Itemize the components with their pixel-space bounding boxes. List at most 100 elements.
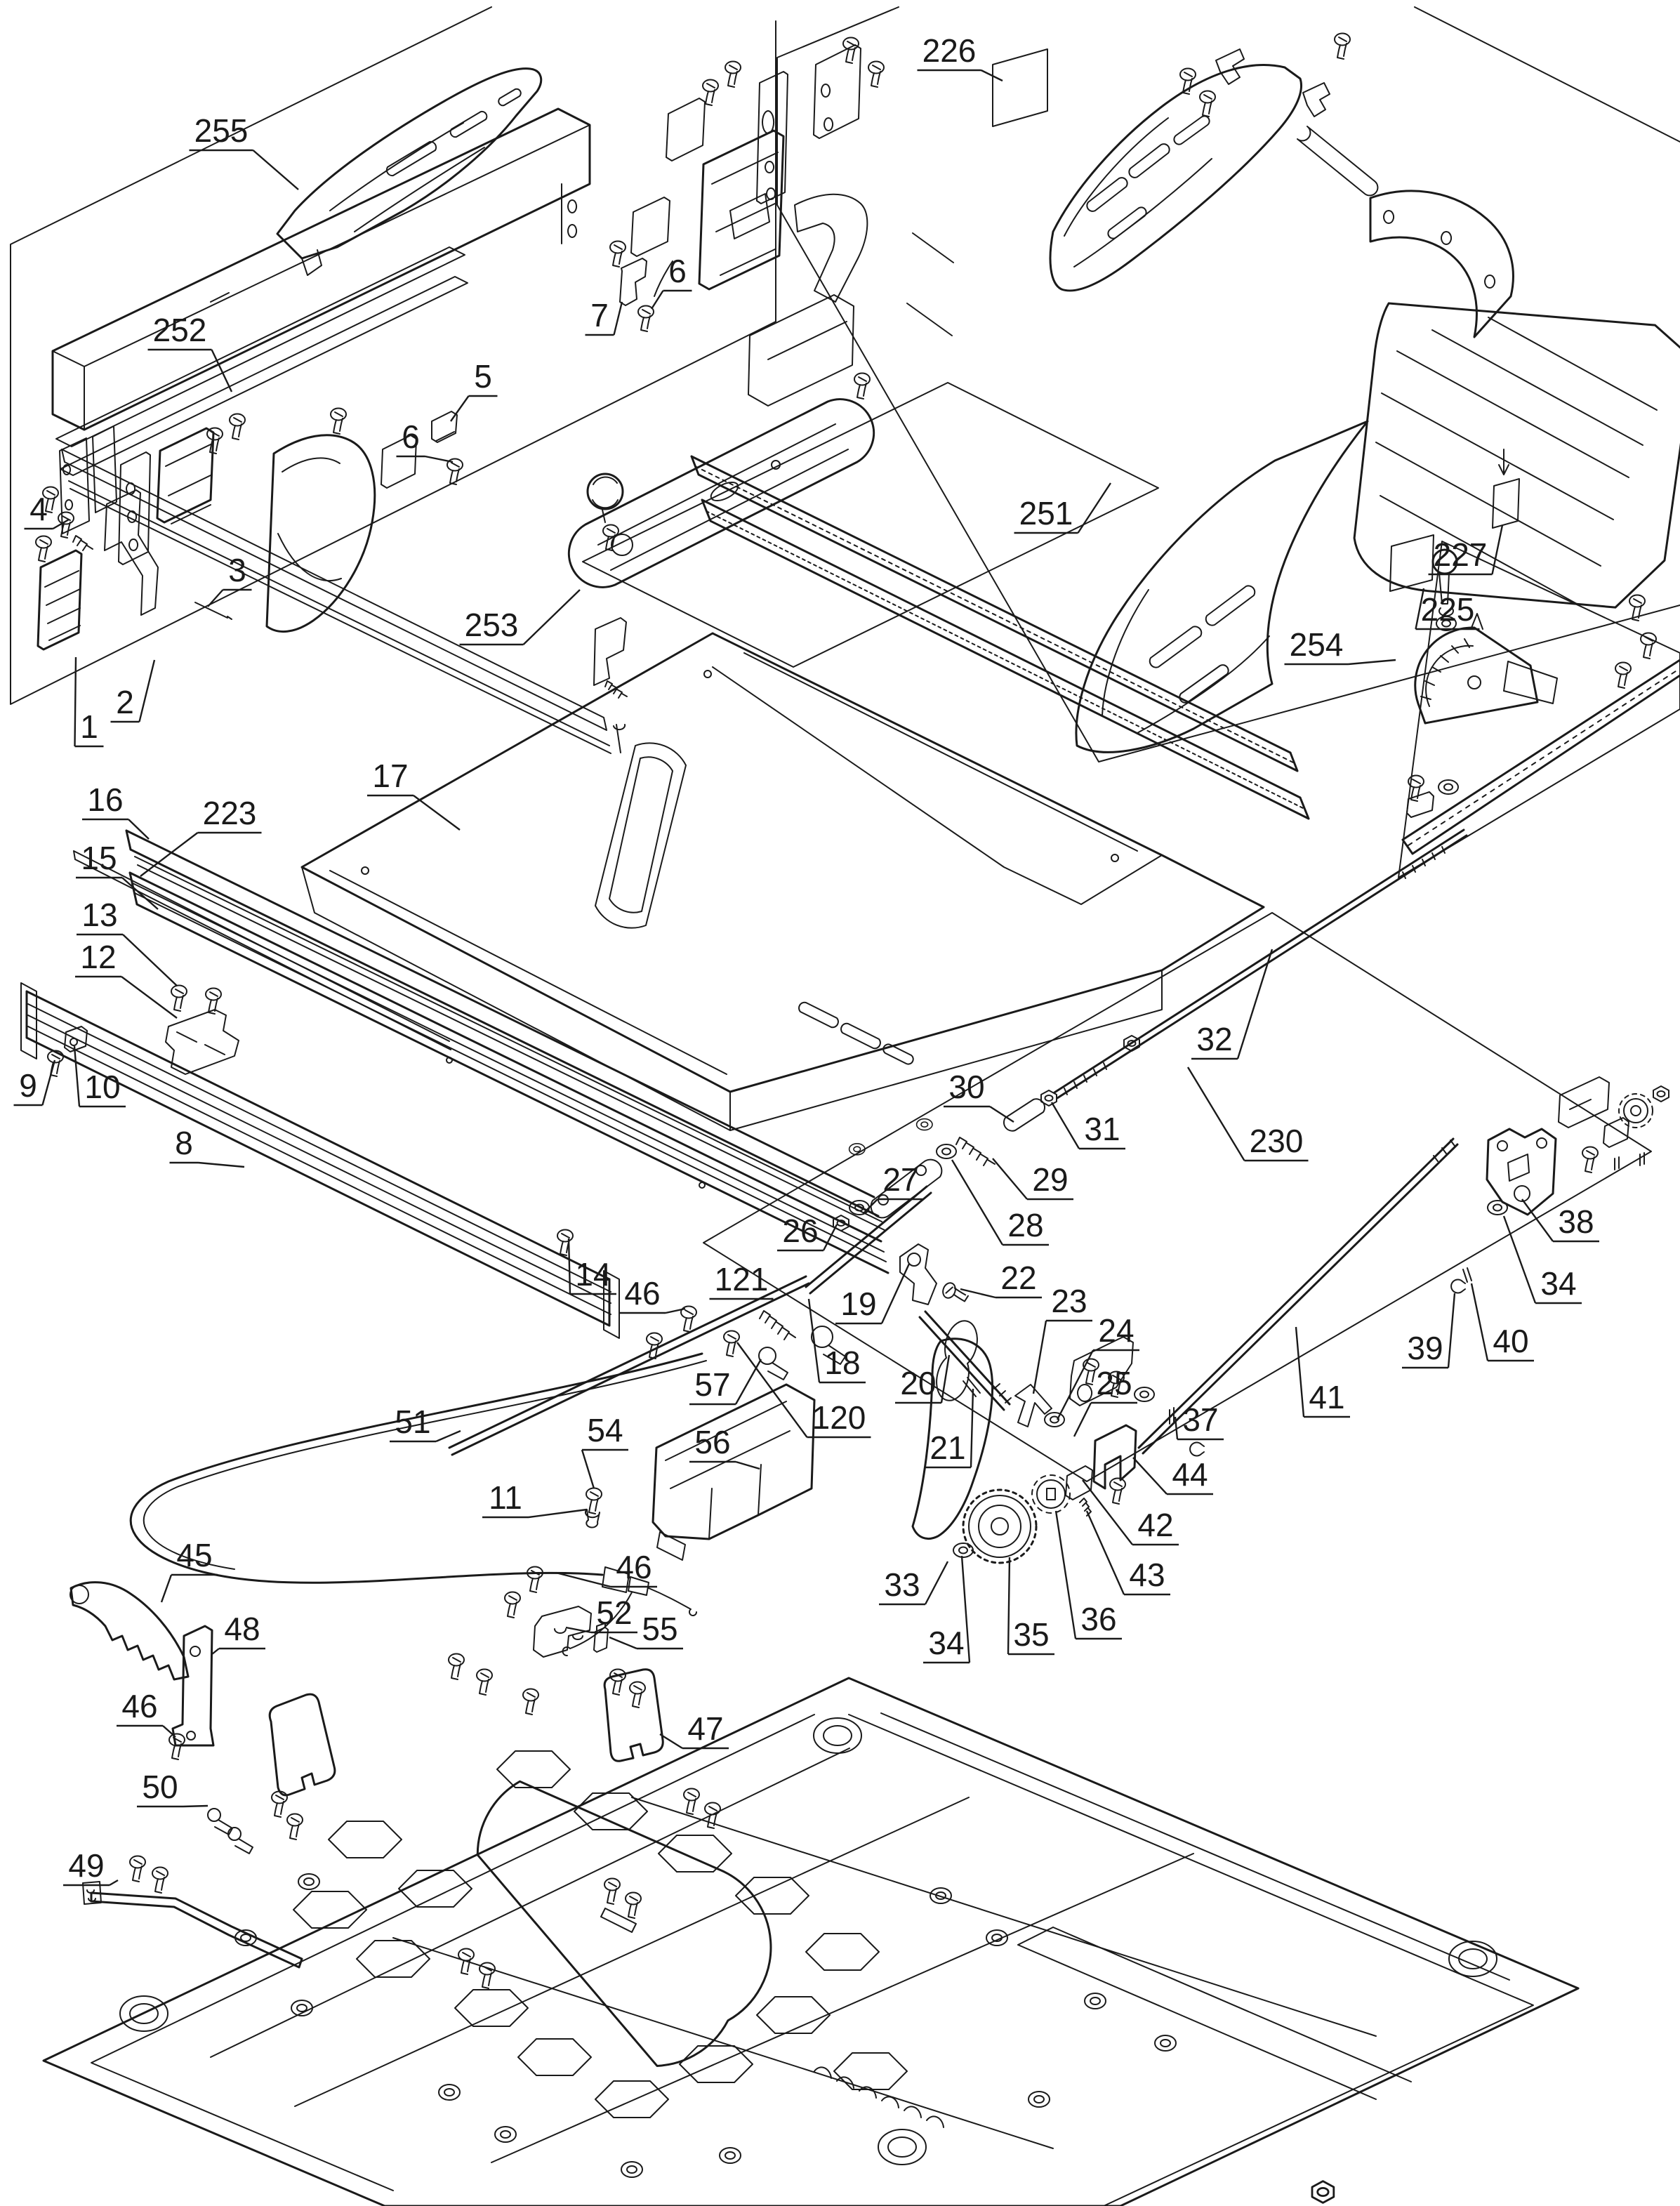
svg-text:33: 33 xyxy=(884,1566,920,1603)
part-label-121: 121 xyxy=(709,1261,774,1300)
base-casting xyxy=(42,1653,1580,2206)
part-label-56: 56 xyxy=(689,1424,760,1470)
part-label-19: 19 xyxy=(835,1263,911,1325)
svg-text:42: 42 xyxy=(1137,1507,1173,1543)
svg-text:27: 27 xyxy=(882,1161,918,1198)
coupling-30 xyxy=(1003,1098,1045,1132)
svg-text:38: 38 xyxy=(1558,1203,1594,1240)
part-label-11: 11 xyxy=(482,1479,588,1519)
part-label-15: 15 xyxy=(76,840,159,910)
blade-wrench-45 xyxy=(70,1581,190,1681)
bottom-left-parts xyxy=(70,1581,664,1969)
svg-text:17: 17 xyxy=(372,758,408,794)
spreader-plate-12 xyxy=(165,987,239,1075)
part-label-49: 49 xyxy=(63,1847,119,1887)
part-label-5: 5 xyxy=(450,358,498,422)
svg-text:120: 120 xyxy=(812,1399,866,1436)
cover-plate-p1 xyxy=(268,1693,336,1797)
part-label-22: 22 xyxy=(960,1260,1042,1299)
handwheel-35-icon xyxy=(962,1488,1038,1564)
pinion-gear-icon xyxy=(1618,1093,1653,1128)
svg-text:28: 28 xyxy=(1007,1207,1043,1243)
part-label-254: 254 xyxy=(1284,626,1396,666)
svg-text:37: 37 xyxy=(1182,1401,1218,1438)
switch-lockout-cluster xyxy=(35,407,417,651)
rail-15 xyxy=(128,871,889,1274)
part-label-223: 223 xyxy=(140,795,262,877)
warning-pad-225 xyxy=(1389,534,1434,592)
part-label-226: 226 xyxy=(917,32,1003,82)
square-nut-10 xyxy=(64,1026,88,1052)
svg-text:10: 10 xyxy=(84,1069,120,1105)
svg-text:50: 50 xyxy=(142,1769,178,1805)
svg-text:54: 54 xyxy=(587,1412,623,1448)
svg-text:34: 34 xyxy=(928,1625,964,1661)
bracket-48 xyxy=(171,1625,215,1747)
label-plate-226 xyxy=(992,48,1048,127)
switch-mount-cluster xyxy=(609,37,954,336)
part-label-38: 38 xyxy=(1521,1198,1599,1243)
region-switch-assembly-boundary xyxy=(10,6,776,705)
part-label-48: 48 xyxy=(211,1611,265,1655)
part-label-40: 40 xyxy=(1470,1283,1534,1362)
part-label-6: 6 xyxy=(396,418,454,463)
part-label-27: 27 xyxy=(863,1161,924,1214)
svg-text:21: 21 xyxy=(930,1429,965,1466)
part-smart-guard-hook-255 xyxy=(276,67,543,276)
clamp-50-parts xyxy=(207,1790,303,1854)
svg-text:20: 20 xyxy=(900,1365,936,1401)
part-label-46: 46 xyxy=(619,1275,686,1314)
nut-33-icon xyxy=(1311,2180,1335,2204)
miter-gauge-254 xyxy=(1401,548,1680,855)
part-label-255: 255 xyxy=(189,112,299,190)
part-label-30: 30 xyxy=(944,1069,1014,1123)
svg-text:25: 25 xyxy=(1096,1365,1132,1401)
pin-40-icon xyxy=(1462,1267,1472,1283)
storage-housing-group xyxy=(129,1275,846,1658)
rack-rails xyxy=(690,455,1310,820)
part-label-8: 8 xyxy=(169,1125,245,1168)
bracket-44 xyxy=(1092,1424,1137,1490)
part-label-4: 4 xyxy=(24,491,70,530)
part-label-29: 29 xyxy=(992,1158,1073,1201)
washer-28-icon xyxy=(936,1144,957,1159)
svg-text:35: 35 xyxy=(1013,1616,1049,1653)
region-throat-plate-boundary xyxy=(582,382,1159,668)
clip-55 xyxy=(593,1623,609,1653)
part-label-51: 51 xyxy=(390,1403,461,1443)
svg-text:8: 8 xyxy=(175,1125,193,1161)
part-label-28: 28 xyxy=(951,1159,1049,1246)
part-label-45: 45 xyxy=(160,1537,218,1603)
svg-text:5: 5 xyxy=(474,358,492,395)
part-label-18: 18 xyxy=(807,1298,866,1384)
part-label-230: 230 xyxy=(1186,1066,1309,1162)
svg-text:31: 31 xyxy=(1084,1111,1120,1147)
svg-text:48: 48 xyxy=(224,1611,260,1647)
pivot-bracket xyxy=(1069,1336,1134,1406)
part-label-26: 26 xyxy=(777,1213,838,1252)
screw-6-lower-icon xyxy=(447,458,463,485)
part-label-39: 39 xyxy=(1402,1293,1456,1369)
cable-clamp-large xyxy=(811,1326,846,1365)
rod-32 xyxy=(1053,828,1468,1099)
part-label-37: 37 xyxy=(1174,1401,1224,1441)
region-blade-guard-boundary xyxy=(776,6,1680,762)
svg-text:18: 18 xyxy=(824,1345,860,1381)
cable-51 xyxy=(129,1352,703,1584)
part-label-17: 17 xyxy=(367,758,461,831)
svg-text:230: 230 xyxy=(1250,1123,1304,1159)
svg-text:3: 3 xyxy=(228,552,246,588)
part-label-13: 13 xyxy=(77,897,178,986)
svg-text:55: 55 xyxy=(642,1611,677,1647)
part-label-57: 57 xyxy=(689,1359,762,1406)
svg-text:24: 24 xyxy=(1098,1312,1134,1349)
part-label-227: 227 xyxy=(1428,524,1504,576)
svg-text:56: 56 xyxy=(694,1424,730,1460)
part-label-12: 12 xyxy=(75,939,178,1019)
screw-13-icon xyxy=(171,984,187,1012)
screw-22-icon xyxy=(940,1280,972,1305)
pinion-nut-icon xyxy=(1653,1085,1669,1102)
svg-text:45: 45 xyxy=(176,1537,212,1573)
cable-clamp-small xyxy=(758,1347,788,1380)
svg-text:227: 227 xyxy=(1434,536,1488,573)
